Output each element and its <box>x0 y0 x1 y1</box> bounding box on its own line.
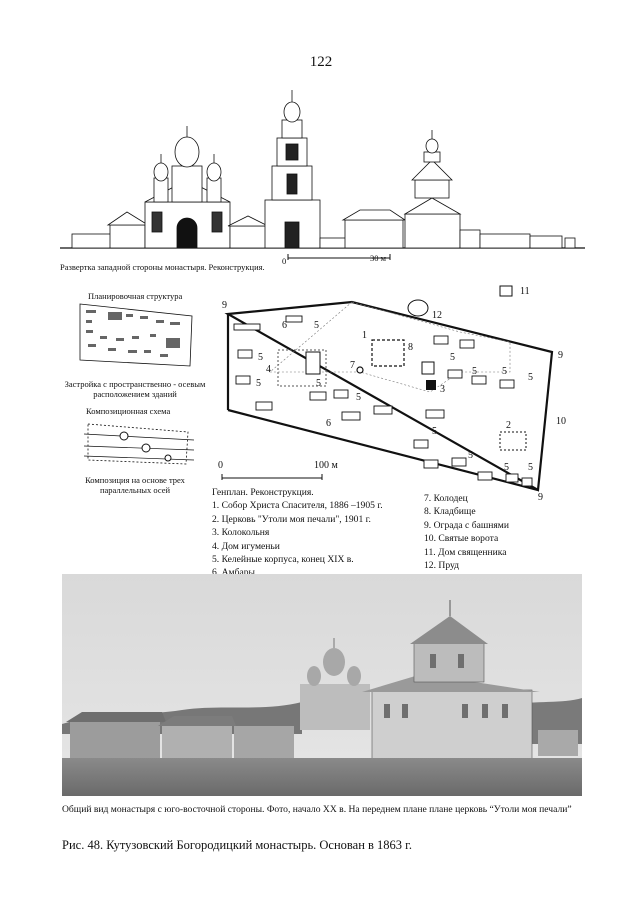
legend-item: 5. Келейные корпуса, конец XIX в. <box>212 554 354 566</box>
legend-item: 7. Колодец <box>424 493 468 504</box>
plan-label-5c: 5 <box>256 378 261 389</box>
plan-label-6b: 6 <box>326 418 331 429</box>
plan-scale-bar <box>221 474 323 480</box>
composition-scheme-caption: Композиция на основе трех параллельных о… <box>85 475 185 495</box>
plan-label-5l: 5 <box>504 462 509 473</box>
legend-item: 2. Церковь "Утоли моя печали", 1901 г. <box>212 513 371 525</box>
plan-scale-end: 100 м <box>314 460 338 471</box>
legend-item: 4. Дом игуменьи <box>212 540 280 552</box>
plan-label-2: 2 <box>506 420 511 431</box>
plan-label-9b: 9 <box>558 350 563 361</box>
plan-label-7: 7 <box>350 360 355 371</box>
plan-label-5g: 5 <box>472 366 477 377</box>
planning-structure-caption: Застройка с пространственно - осевым рас… <box>64 379 206 399</box>
plan-label-5h: 5 <box>502 366 507 377</box>
plan-label-12: 12 <box>432 310 442 321</box>
elevation-caption: Развертка западной стороны монастыря. Ре… <box>60 262 265 272</box>
planning-structure-title: Планировочная структура <box>88 291 183 301</box>
plan-label-11: 11 <box>520 286 530 297</box>
legend-item: 11. Дом священника <box>424 546 507 558</box>
plan-label-5e: 5 <box>356 392 361 403</box>
legend-item: 3. Колокольня <box>212 527 270 539</box>
page-number: 122 <box>309 54 333 70</box>
plan-label-8: 8 <box>408 342 413 353</box>
elevation-drawing <box>60 90 585 260</box>
plan-label-5i: 5 <box>528 372 533 383</box>
legend-item: 9. Ограда с башнями <box>424 519 509 531</box>
composition-scheme-title: Композиционная схема <box>86 406 171 416</box>
plan-label-9a: 9 <box>222 300 227 311</box>
elevation-scale-bar <box>287 254 391 260</box>
plan-label-5b: 5 <box>258 352 263 363</box>
plan-label-6a: 6 <box>282 320 287 331</box>
plan-label-5d: 5 <box>316 378 321 389</box>
legend-item: 6. Амбары <box>212 567 255 579</box>
plan-label-5f: 5 <box>450 352 455 363</box>
plan-label-5k: 5 <box>468 450 473 461</box>
legend-item: 8. Кладбище <box>424 506 476 518</box>
plan-label-1: 1 <box>362 330 367 341</box>
historic-photo <box>62 574 582 796</box>
site-plan: 9 6 5 1 8 12 11 9 10 9 4 7 3 2 6 5 5 5 5… <box>221 285 566 502</box>
plan-scale-start: 0 <box>218 460 223 471</box>
composition-scheme-diagram <box>84 423 194 465</box>
photo-caption: Общий вид монастыря с юго-восточной стор… <box>62 804 572 815</box>
plan-label-3: 3 <box>440 384 445 395</box>
plan-label-5j: 5 <box>432 426 437 437</box>
figure-caption: Рис. 48. Кутузовский Богородицкий монаст… <box>62 838 413 852</box>
elevation-scale-end: 30 м <box>370 253 387 263</box>
cell-buildings <box>233 315 533 487</box>
plan-label-4: 4 <box>266 364 271 375</box>
legend-item: 12. Пруд <box>424 560 460 572</box>
plan-label-5a: 5 <box>314 320 319 331</box>
legend-title: Генплан. Реконструкция. <box>212 487 314 498</box>
legend-left: Генплан. Реконструкция. 1. Собор Христа … <box>212 486 383 580</box>
planning-structure-diagram <box>79 303 193 367</box>
legend-item: 10. Святые ворота <box>424 533 499 545</box>
legend-item: 1. Собор Христа Спасителя, 1886 –1905 г. <box>212 500 383 512</box>
plan-label-10: 10 <box>556 416 566 427</box>
plan-label-5m: 5 <box>528 462 533 473</box>
elevation-scale-start: 0 <box>282 256 287 266</box>
plan-label-9c: 9 <box>538 492 543 502</box>
legend-right: 7. Колодец 8. Кладбище 9. Ограда с башня… <box>424 492 509 572</box>
enclosure-wall <box>224 300 554 492</box>
